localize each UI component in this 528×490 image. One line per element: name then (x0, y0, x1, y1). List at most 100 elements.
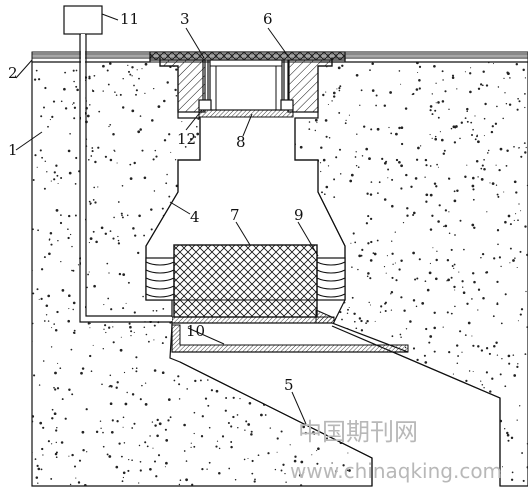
speckle-dot (56, 426, 58, 429)
watermark: 中国期刊网 www.chinaqking.com (290, 418, 502, 483)
speckle-dot (373, 252, 377, 256)
speckle-dot (469, 438, 473, 441)
speckle-dot (331, 100, 333, 102)
speckle-dot (417, 146, 420, 150)
speckle-dot (448, 350, 451, 354)
speckle-dot (424, 158, 428, 162)
speckle-dot (471, 184, 475, 188)
speckle-dot (183, 423, 186, 427)
speckle-dot (460, 406, 462, 408)
speckle-dot (338, 89, 341, 92)
speckle-dot (121, 185, 124, 187)
speckle-dot (143, 176, 147, 180)
speckle-dot (260, 413, 263, 417)
speckle-dot (202, 135, 205, 139)
speckle-dot (85, 408, 88, 411)
speckle-dot (451, 265, 454, 267)
speckle-dot (316, 462, 319, 465)
speckle-dot (419, 145, 422, 147)
speckle-dot (433, 64, 436, 68)
speckle-dot (502, 117, 504, 120)
speckle-dot (43, 106, 45, 109)
speckle-dot (59, 367, 62, 370)
speckle-dot (60, 214, 62, 216)
speckle-dot (437, 101, 440, 104)
speckle-dot (468, 370, 471, 372)
speckle-dot (168, 133, 171, 136)
speckle-dot (48, 252, 51, 256)
speckle-dot (33, 78, 37, 81)
speckle-dot (141, 149, 144, 152)
speckle-dot (36, 288, 39, 291)
speckle-dot (108, 326, 111, 329)
speckle-dot (512, 259, 515, 262)
speckle-dot (442, 326, 444, 328)
speckle-dot (444, 435, 447, 437)
speckle-dot (249, 387, 253, 390)
speckle-dot (368, 301, 370, 304)
speckle-dot (49, 232, 53, 235)
speckle-dot (472, 188, 475, 191)
speckle-dot (116, 162, 118, 164)
speckle-dot (107, 297, 110, 300)
speckle-dot (284, 358, 287, 360)
speckle-dot (316, 450, 318, 452)
label-10: 10 (186, 322, 205, 340)
label-5: 5 (284, 376, 294, 394)
speckle-dot (110, 308, 113, 311)
speckle-dot (301, 191, 304, 194)
speckle-dot (519, 250, 522, 253)
speckle-dot (251, 127, 255, 131)
speckle-dot (488, 398, 491, 400)
speckle-dot (110, 385, 113, 388)
speckle-dot (333, 196, 336, 198)
speckle-dot (287, 168, 290, 171)
speckle-dot (418, 258, 421, 261)
speckle-dot (177, 375, 180, 378)
speckle-dot (415, 88, 419, 91)
speckle-dot (185, 478, 188, 482)
speckle-dot (435, 102, 437, 104)
speckle-dot (132, 227, 135, 230)
speckle-dot (357, 268, 359, 271)
speckle-dot (516, 108, 519, 111)
speckle-dot (368, 363, 371, 365)
speckle-dot (37, 467, 41, 471)
speckle-dot (40, 468, 43, 471)
speckle-dot (104, 232, 108, 236)
speckle-dot (123, 371, 126, 374)
speckle-dot (429, 193, 433, 197)
speckle-dot (226, 207, 229, 210)
speckle-dot (440, 384, 443, 387)
speckle-dot (469, 72, 472, 75)
speckle-dot (485, 271, 489, 274)
speckle-dot (135, 93, 137, 96)
speckle-dot (253, 355, 255, 357)
speckle-dot (57, 362, 59, 364)
speckle-dot (307, 208, 309, 210)
speckle-dot (106, 453, 109, 456)
leader-lines (15, 13, 319, 425)
speckle-dot (122, 416, 125, 419)
speckle-dot (118, 442, 121, 445)
speckle-dot (77, 481, 81, 484)
speckle-dot (136, 69, 138, 71)
speckle-dot (402, 380, 406, 384)
speckle-dot (412, 299, 416, 302)
speckle-dot (103, 328, 105, 330)
speckle-dot (32, 340, 33, 342)
speckle-dot (475, 450, 477, 452)
speckle-dot (324, 360, 326, 363)
speckle-dot (271, 221, 274, 224)
speckle-dot (361, 155, 364, 157)
speckle-dot (492, 63, 495, 65)
speckle-dot (487, 149, 490, 152)
speckle-dot (158, 422, 162, 426)
speckle-dot (124, 402, 128, 406)
speckle-dot (236, 160, 240, 164)
speckle-dot (505, 165, 508, 167)
speckle-dot (119, 348, 123, 352)
speckle-dot (338, 397, 342, 400)
speckle-dot (466, 120, 469, 123)
speckle-dot (327, 103, 329, 106)
